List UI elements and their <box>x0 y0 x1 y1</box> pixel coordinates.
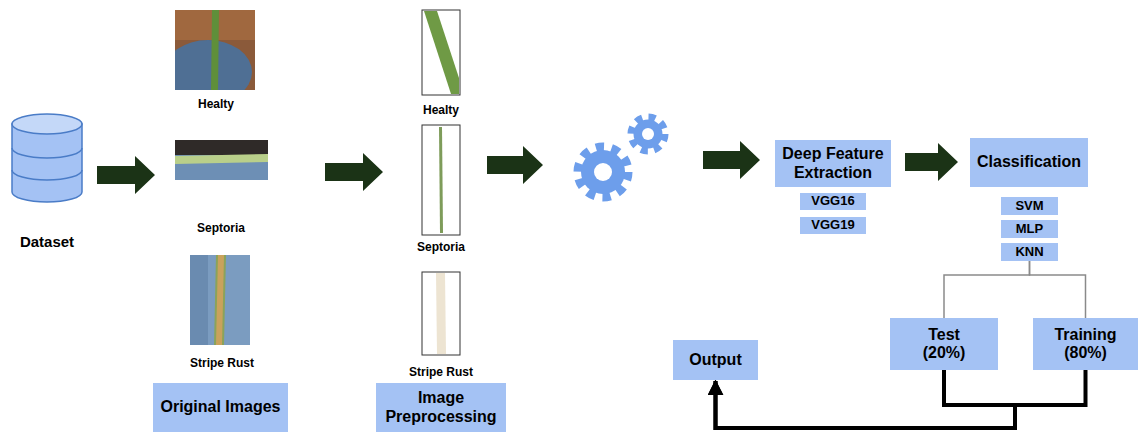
flow-arrow <box>905 143 958 181</box>
caption: Septoria <box>197 222 245 236</box>
cropped-photo <box>422 125 460 235</box>
text-block: Healty <box>198 98 234 112</box>
text-block: KNN <box>1015 245 1043 260</box>
result-line <box>716 370 1086 428</box>
gear-teeth <box>578 147 628 197</box>
box-label: Image Preprocessing <box>380 389 502 426</box>
box-label: VGG19 <box>811 218 854 233</box>
box-label: Deep Feature Extraction <box>779 145 887 182</box>
cropped-photo <box>422 272 460 355</box>
caption: Dataset <box>20 233 74 250</box>
leaf-photo <box>175 10 255 90</box>
process-box: Deep Feature Extraction <box>775 140 891 187</box>
text-block: Septoria <box>197 222 245 236</box>
cylinder-shape <box>8 112 86 206</box>
leaf <box>175 154 268 164</box>
gears-icon <box>578 117 665 197</box>
leaf-photo: Septoria <box>170 138 272 236</box>
flow-arrow <box>325 153 383 191</box>
box-label: Training (80%) <box>1046 326 1126 363</box>
text-block: Image Preprocessing <box>380 389 502 426</box>
model-tag: KNN <box>1001 243 1058 261</box>
gear-hole <box>594 163 612 181</box>
split-box: Test (20%) <box>890 318 998 370</box>
text-block: Septoria <box>417 241 465 255</box>
output-box: Output <box>673 340 758 380</box>
flow-arrow <box>97 156 155 194</box>
gear-hole <box>642 128 654 140</box>
process-box: Classification <box>970 138 1088 187</box>
box-label: Test (20%) <box>917 326 972 363</box>
text-block: Stripe Rust <box>190 357 254 371</box>
leaf-photo <box>190 255 250 345</box>
leaf-photo: Healty <box>405 8 477 118</box>
flow-arrow <box>703 141 760 179</box>
text-block: Test (20%) <box>917 326 972 363</box>
model-tag: VGG19 <box>800 217 866 234</box>
caption: Stripe Rust <box>190 357 254 371</box>
text-block: Output <box>689 351 741 369</box>
box-label: VGG16 <box>811 194 854 209</box>
split-line <box>1030 261 1086 318</box>
jeans <box>175 140 268 180</box>
text-block: Stripe Rust <box>409 366 473 380</box>
model-tag: VGG16 <box>800 193 866 210</box>
box-label: SVM <box>1015 199 1043 214</box>
text-block: Dataset <box>20 233 74 250</box>
split-line <box>944 261 1030 318</box>
leaf <box>211 10 219 90</box>
model-tag: SVM <box>1001 197 1058 215</box>
rust-stripe <box>216 255 224 345</box>
flow-arrow <box>487 146 543 184</box>
leaf-photo: Stripe Rust <box>400 270 482 380</box>
text-block: Training (80%) <box>1046 326 1126 363</box>
box-label: Original Images <box>160 398 280 416</box>
jeans <box>190 255 250 345</box>
result-line <box>716 370 1016 428</box>
text-block: Healty <box>423 104 459 118</box>
gear <box>581 150 625 194</box>
box-label: Classification <box>977 153 1081 171</box>
gear-teeth <box>631 117 665 151</box>
shirt <box>175 140 268 155</box>
gear <box>634 120 663 149</box>
text-block: MLP <box>1016 222 1043 237</box>
leaf-photo: Septoria <box>405 123 477 255</box>
cylinder-band <box>12 170 82 180</box>
leaf-photo <box>175 140 268 180</box>
text-block: VGG19 <box>811 218 854 233</box>
text-block: Original Images <box>160 398 280 416</box>
cylinder-band <box>12 148 82 158</box>
text-block: Deep Feature Extraction <box>779 145 887 182</box>
cropped-photo <box>422 10 460 95</box>
box-label: Output <box>689 351 741 369</box>
box-label: MLP <box>1016 222 1043 237</box>
stage-box: Original Images <box>153 383 288 432</box>
split-box: Training (80%) <box>1033 318 1138 370</box>
leaf <box>439 127 443 233</box>
database-cylinder: Dataset <box>8 112 86 250</box>
text-block: Classification <box>977 153 1081 171</box>
caption: Septoria <box>417 241 465 255</box>
leaf <box>436 273 446 354</box>
jeans <box>190 255 208 345</box>
caption: Healty <box>198 98 234 112</box>
text-block: SVM <box>1015 199 1043 214</box>
caption: Stripe Rust <box>409 366 473 380</box>
leaf-photo: Stripe Rust <box>176 253 268 371</box>
leaf <box>424 11 459 94</box>
stage-box: Image Preprocessing <box>376 383 506 432</box>
box-label: KNN <box>1015 245 1043 260</box>
cylinder-body <box>12 124 82 202</box>
text-block: VGG16 <box>811 194 854 209</box>
cylinder-top <box>12 114 82 134</box>
caption: Healty <box>423 104 459 118</box>
leaf <box>214 255 226 345</box>
model-tag: MLP <box>1001 220 1058 238</box>
leaf-photo: Healty <box>170 8 262 112</box>
